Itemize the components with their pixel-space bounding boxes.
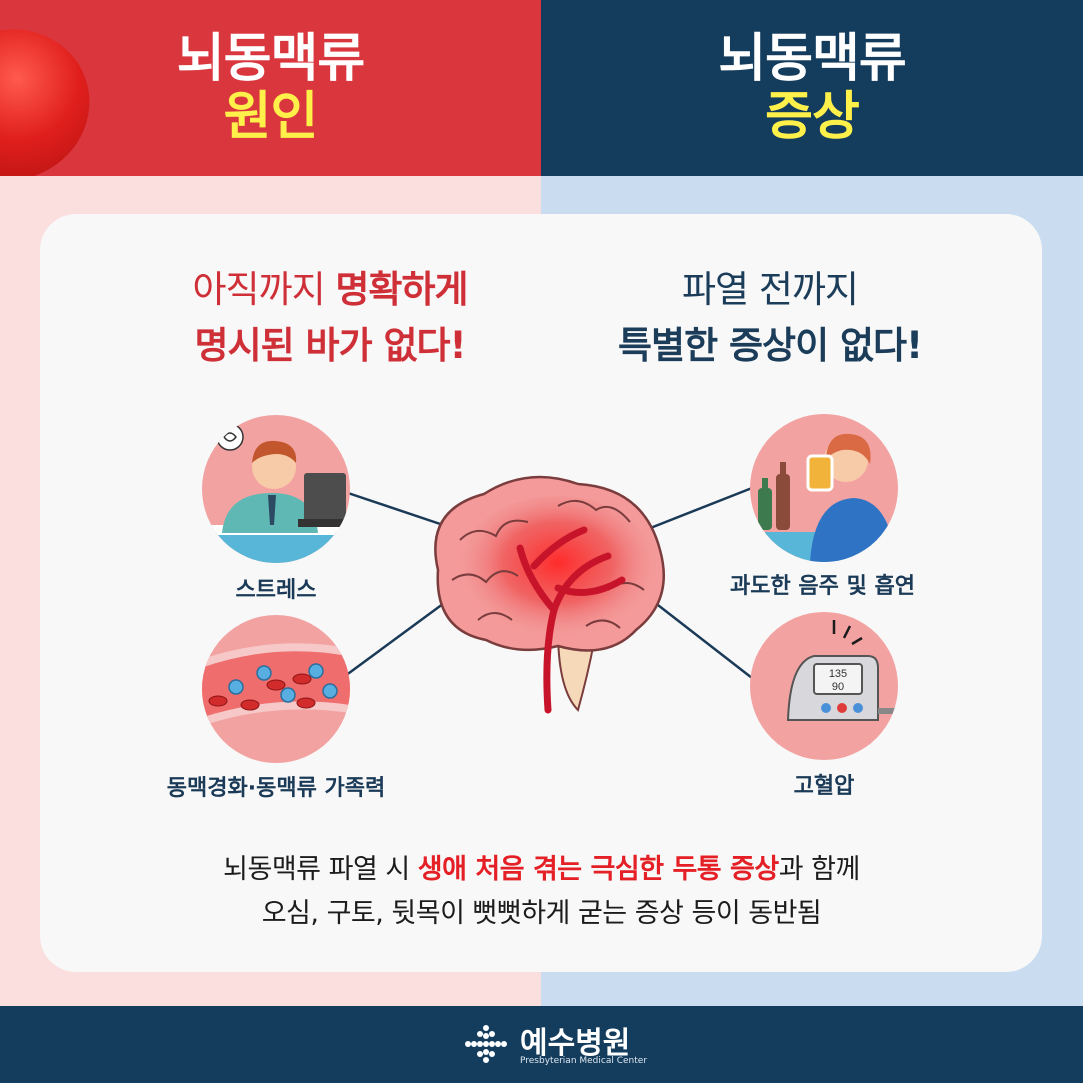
summary-highlight: 생애 처음 겪는 극심한 두통 증상 [417, 854, 779, 885]
hospital-name: 예수병원 [520, 1026, 631, 1061]
artery-blood-cells-icon [202, 615, 350, 763]
footer-bar [0, 1006, 1083, 1083]
cause-label-stress: 스트레스 [235, 578, 317, 603]
causes-subtitle-text: 원인 [223, 87, 319, 147]
hospital-name-en: Presbyterian Medical Center [520, 1056, 648, 1066]
summary-line2: 오심, 구토, 뒷목이 뻣뻣하게 굳는 증상 등이 동반됨 [261, 898, 822, 929]
causes-heading: 아직까지 명확하게 명시된 바가 없다! [110, 262, 550, 374]
stressed-office-worker-icon [202, 415, 350, 563]
causes-heading-line2: 명시된 바가 없다! [194, 324, 467, 367]
causes-title-text: 뇌동맥류 [176, 29, 365, 89]
symptoms-title-text: 뇌동맥류 [718, 29, 906, 89]
brain-illustration [434, 475, 665, 714]
hospital-logo[interactable]: 예수병원 Presbyterian Medical Center [462, 1016, 647, 1074]
symptom-label-drinking-smoking: 과도한 음주 및 흡연 [730, 574, 915, 599]
bp-systolic-reading: 135 [829, 668, 847, 680]
summary-part2: 과 함께 [778, 854, 861, 885]
symptoms-subtitle-text: 증상 [765, 87, 860, 147]
blood-pressure-monitor-icon: 135 90 [750, 612, 898, 760]
drinking-person-icon [750, 414, 898, 562]
causes-header-title: 뇌동맥류 원인 [0, 30, 541, 146]
rupture-summary: 뇌동맥류 파열 시 생애 처음 겪는 극심한 두통 증상과 함께 오심, 구토,… [60, 848, 1023, 936]
causes-heading-plain: 아직까지 [192, 268, 336, 311]
bp-diastolic-reading: 90 [832, 681, 844, 693]
symptoms-heading: 파열 전까지 특별한 증상이 없다! [560, 262, 980, 374]
causes-heading-bold: 명확하게 [335, 268, 468, 311]
symptoms-header: 뇌동맥류 증상 [541, 0, 1083, 176]
symptoms-header-title: 뇌동맥류 증상 [541, 30, 1083, 146]
summary-part1: 뇌동맥류 파열 시 [223, 854, 418, 885]
symptoms-heading-line1: 파열 전까지 [682, 268, 859, 311]
symptoms-heading-line2: 특별한 증상이 없다! [618, 324, 923, 367]
hospital-cross-icon [465, 1025, 507, 1063]
cause-label-family-history: 동맥경화·동맥류 가족력 [166, 776, 386, 801]
symptom-label-hypertension: 고혈압 [793, 774, 855, 799]
causes-header: 뇌동맥류 원인 [0, 0, 541, 176]
